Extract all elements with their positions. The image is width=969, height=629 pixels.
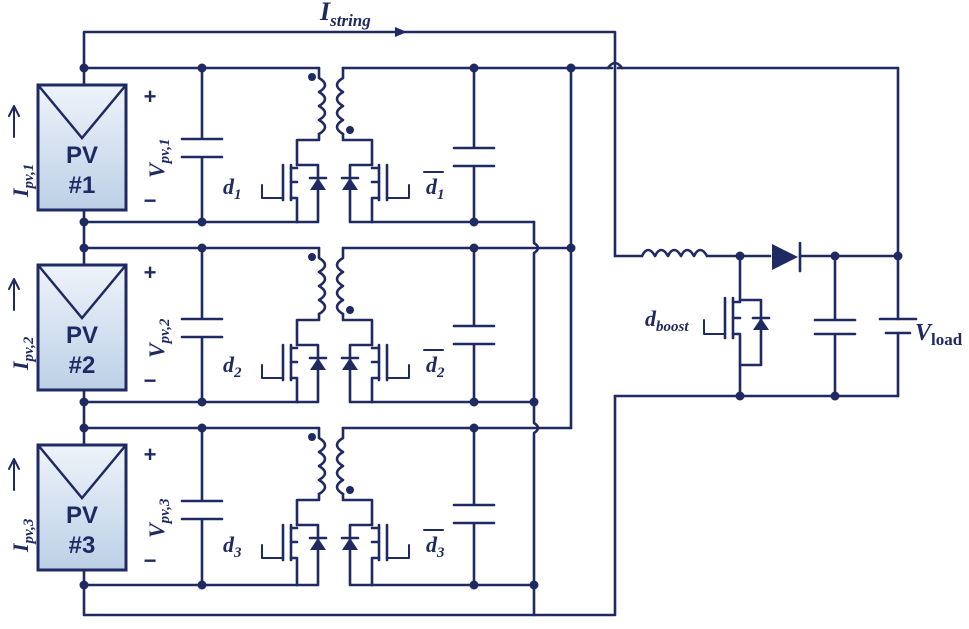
module-3: PV #3 Ipv,3 + − Vpv,3: [8, 426, 573, 587]
load-voltage-label: Vload: [915, 320, 963, 349]
pv-panel-2: PV #2: [36, 263, 128, 392]
secondary-mosfet-2: d2: [340, 343, 445, 404]
secondary-mosfet-1: d1: [340, 163, 445, 224]
input-capacitor-2: [180, 246, 224, 404]
boost-mosfet: dboost: [645, 254, 771, 398]
module-2: PV #2 Ipv,2 + − Vpv,2: [8, 246, 573, 404]
pv-label-2: PV: [66, 322, 98, 349]
load: Vload: [878, 66, 963, 398]
pv-voltage-label-1: Vpv,1: [144, 138, 173, 178]
gate-d3: d3: [223, 532, 242, 561]
pv-voltage-label-2: Vpv,2: [144, 318, 173, 358]
gate-d2: d2: [223, 352, 242, 381]
svg-text:Ipv,2: Ipv,2: [8, 336, 37, 371]
pv-panel-3: PV #3: [36, 443, 128, 572]
pv-current-label-1: Ipv,1: [8, 105, 37, 198]
flyback-transformer-2: [295, 246, 374, 347]
boost-diode: [772, 241, 900, 273]
boost-stage: dboost Vload: [613, 66, 963, 398]
pv-label-3: PV: [66, 502, 98, 529]
module-1: PV #1 Ipv,1 + − Vpv,1: [8, 66, 900, 224]
current-sub-3: pv,3: [21, 518, 37, 545]
current-symbol-2: I: [8, 360, 33, 371]
primary-mosfet-1: d1: [223, 163, 328, 224]
output-capacitor-2: [452, 246, 496, 404]
pv-current-label-2: Ipv,2: [8, 278, 37, 371]
secondary-mosfet-3: d3: [340, 523, 445, 587]
plus-sign-2: +: [144, 260, 157, 285]
current-sub-1: pv,1: [21, 164, 37, 191]
boost-inductor: [613, 248, 772, 258]
svg-text:Ipv,3: Ipv,3: [8, 518, 37, 553]
pv-label-1: PV: [66, 142, 98, 169]
gate-d2-bar: d2: [426, 352, 445, 381]
junction-dots: [79, 63, 903, 590]
plus-sign-1: +: [144, 84, 157, 109]
flyback-transformer-3: [295, 426, 374, 527]
gate-d3-bar: d3: [426, 532, 445, 561]
input-capacitor-1: [180, 66, 224, 224]
flyback-transformer-1: [295, 66, 374, 167]
pv-panel-1: PV #1: [36, 83, 128, 212]
input-capacitor-3: [180, 426, 224, 587]
minus-sign-1: −: [144, 188, 157, 213]
pv-number-3: #3: [69, 532, 96, 559]
output-capacitor-3: [452, 426, 496, 587]
current-sub-2: pv,2: [21, 336, 37, 363]
pv-number-1: #1: [69, 172, 96, 199]
boost-output-capacitor: [813, 254, 857, 398]
gate-dboost: dboost: [645, 306, 689, 335]
current-symbol-3: I: [8, 542, 33, 553]
minus-sign-3: −: [144, 548, 157, 573]
svg-text:Ipv,1: Ipv,1: [8, 164, 37, 198]
plus-sign-3: +: [144, 442, 157, 467]
output-capacitor-1: [452, 66, 496, 224]
string-current-label: Istring: [319, 0, 371, 30]
pv-current-label-3: Ipv,3: [8, 458, 37, 553]
current-symbol-1: I: [8, 187, 33, 198]
minus-sign-2: −: [144, 368, 157, 393]
primary-mosfet-3: d3: [223, 523, 328, 587]
primary-mosfet-2: d2: [223, 343, 328, 404]
gate-d1-bar: d1: [426, 174, 445, 203]
pv-voltage-label-3: Vpv,3: [144, 498, 173, 538]
pv-number-2: #2: [69, 352, 96, 379]
gate-d1: d1: [223, 174, 242, 203]
